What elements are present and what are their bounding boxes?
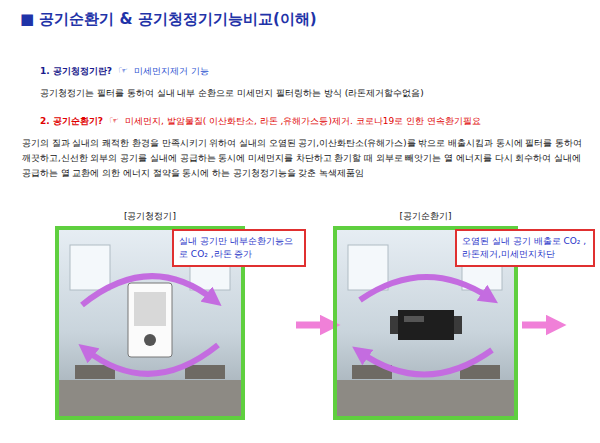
intake-arrow	[296, 322, 330, 329]
pointer-symbol: ☞	[118, 64, 128, 77]
section-heading: 2. 공기순환기?	[40, 115, 103, 128]
page-title: ■ 공기순환기 & 공기청정기기능비교(이해)	[20, 10, 317, 29]
heading-row: 1. 공기청정기란? ☞ 미세먼지제거 기능	[40, 64, 209, 78]
circulation-arrow	[360, 277, 490, 300]
pointer-symbol: ☞	[109, 114, 119, 127]
callout-box: 오염된 실내 공기 배출로 CO₂ ,라돈제거,미세먼지차단	[455, 229, 595, 267]
air-purifier-device	[128, 283, 172, 357]
circulation-arrow	[360, 350, 492, 375]
heading-row: 2. 공기순환기? ☞ 미세먼지, 발암물질( 이산화탄소, 라돈 ,유해가스등)제…	[40, 114, 481, 128]
summary-note: 미세먼지, 발암물질( 이산화탄소, 라돈 ,유해가스등)제거. 코로나19로 …	[125, 115, 481, 128]
body-text: 공기청정기는 필터를 통하여 실내 내부 순환으로 미세먼지 필터링하는 방식 …	[40, 86, 585, 100]
callout-text: 실내 공기만 내부순환기능으로 CO₂ ,라돈 증가	[179, 235, 299, 261]
exhaust-arrow	[522, 322, 556, 329]
body-text: 공기의 질과 실내의 쾌적한 환경을 만족시키기 위하여 실내의 오염된 공기,…	[22, 136, 587, 181]
callout-box: 실내 공기만 내부순환기능으로 CO₂ ,라돈 증가	[172, 229, 306, 267]
circulation-arrow	[82, 276, 214, 305]
circulation-arrow	[86, 345, 218, 374]
picture-heading: [공기순환기]	[337, 210, 514, 223]
section-heading: 1. 공기청정기란?	[40, 65, 112, 78]
callout-text: 오염된 실내 공기 배출로 CO₂ ,라돈제거,미세먼지차단	[462, 235, 588, 261]
picture-heading: [공기청정기]	[59, 210, 241, 223]
ventilator-device	[390, 310, 462, 340]
summary-note: 미세먼지제거 기능	[134, 65, 209, 78]
